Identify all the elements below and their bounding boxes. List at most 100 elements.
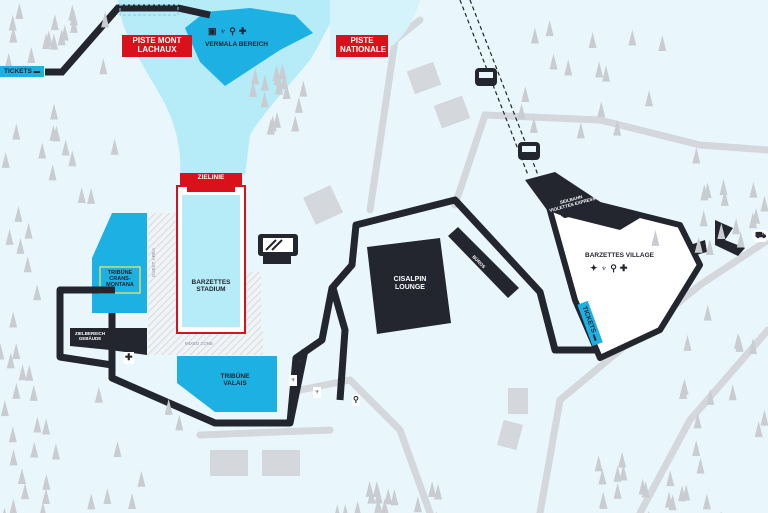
tree-icon	[0, 343, 5, 360]
tree-icon	[5, 228, 14, 245]
finish-line-banner	[180, 173, 242, 192]
first-aid-icon: ✚	[124, 352, 134, 364]
tree-icon	[274, 78, 283, 95]
tree-icon	[18, 364, 27, 381]
zielbereich-label: ZIELBEREICH GEBÄUDE	[74, 331, 105, 341]
tribune-crans-montana-box	[99, 266, 141, 294]
bus-icon: ⛟	[752, 230, 768, 242]
tree-icon	[1, 151, 10, 168]
cisalpin-lounge-label: CISALPIN LOUNGE	[393, 276, 427, 291]
tree-icon	[576, 122, 585, 139]
tree-icon	[728, 384, 737, 401]
hatched-zone	[243, 272, 261, 342]
tree-icon	[658, 35, 667, 52]
tree-icon	[413, 496, 422, 513]
tree-icon	[68, 150, 77, 167]
building	[496, 419, 524, 451]
building	[210, 450, 248, 476]
building	[508, 388, 528, 414]
food-drink-icon: ♆	[219, 26, 230, 36]
tree-icon	[280, 72, 289, 89]
tree-icon	[9, 449, 18, 466]
tree-icon	[103, 487, 112, 504]
tree-icon	[42, 473, 51, 490]
vermala-area	[185, 8, 313, 86]
tree-icon	[354, 500, 361, 513]
tree-icon	[613, 482, 622, 499]
tree-icon	[48, 164, 57, 181]
tree-icon	[719, 179, 728, 196]
gondola-icon	[475, 68, 540, 160]
tree-icon	[384, 488, 393, 505]
piste-nationale-label: PISTE NATIONALE	[336, 35, 388, 57]
tree-icon	[602, 65, 611, 82]
tree-icon	[8, 426, 17, 443]
tree-icon	[613, 465, 622, 482]
screen-icon: ▣	[208, 26, 220, 36]
tickets-left-label[interactable]: TICKETS ▬	[0, 66, 45, 78]
tree-icon	[679, 382, 688, 399]
tree-icon	[50, 103, 59, 120]
vermala-icons: ▣♆⚲✚	[208, 26, 249, 37]
tree-icon	[598, 468, 607, 485]
tree-icon	[57, 29, 66, 46]
road	[636, 326, 768, 513]
toilet-icon: ⚲	[352, 395, 360, 406]
tree-icon	[87, 187, 96, 204]
barzettes-village-label: BARZETTES VILLAGE	[585, 252, 654, 259]
tree-icon	[3, 507, 6, 513]
tree-icon	[51, 443, 60, 460]
ticket-icon: ▬	[33, 68, 41, 75]
tree-icon	[367, 487, 376, 504]
tree-icon	[682, 484, 691, 501]
tree-icon	[251, 68, 260, 85]
tree-icon	[101, 11, 110, 28]
tree-icon	[372, 481, 381, 498]
tree-icon	[273, 69, 282, 86]
tree-icon	[517, 103, 526, 120]
tree-icon	[638, 478, 647, 495]
tree-icon	[110, 138, 119, 155]
tree-icon	[8, 14, 17, 31]
road	[196, 426, 334, 439]
tree-icon	[749, 337, 758, 354]
tree-icon	[694, 236, 703, 253]
tree-icon	[699, 210, 708, 227]
tree-icon	[594, 455, 603, 472]
tree-icon	[754, 421, 763, 438]
tree-icon	[692, 440, 701, 457]
food-drink-icon: ♆	[600, 263, 611, 273]
tree-icon	[69, 16, 78, 33]
tree-icon	[736, 231, 745, 248]
tree-icon	[666, 470, 675, 487]
tree-icon	[613, 119, 622, 136]
tree-icon	[50, 14, 59, 31]
tree-icon	[703, 304, 712, 321]
tree-icon	[720, 510, 722, 513]
tree-icon	[749, 181, 758, 198]
finish-area	[182, 195, 240, 327]
tree-icon	[12, 342, 21, 359]
first-aid-icon: ✚	[619, 263, 631, 273]
tree-icon	[266, 118, 275, 135]
tree-icon	[693, 412, 702, 429]
tree-icon	[692, 147, 701, 164]
walkway-loop	[56, 196, 600, 427]
tree-icon	[549, 53, 558, 70]
tree-icon	[282, 83, 291, 100]
tree-icon	[599, 491, 608, 508]
tree-icon	[529, 116, 538, 133]
tree-icon	[648, 510, 650, 513]
toilet-icon: ⚲	[229, 26, 239, 36]
walkway-branch	[286, 287, 349, 424]
seilbahn-station	[525, 172, 640, 230]
tree-icon	[720, 189, 729, 206]
tree-icon	[14, 205, 23, 222]
tree-icon	[618, 451, 627, 468]
toilet-icon: ⚲	[610, 263, 620, 273]
tree-icon	[390, 489, 399, 506]
vermala-bereich-label: VERMALA BEREICH	[205, 41, 268, 48]
tree-icon	[748, 212, 757, 229]
